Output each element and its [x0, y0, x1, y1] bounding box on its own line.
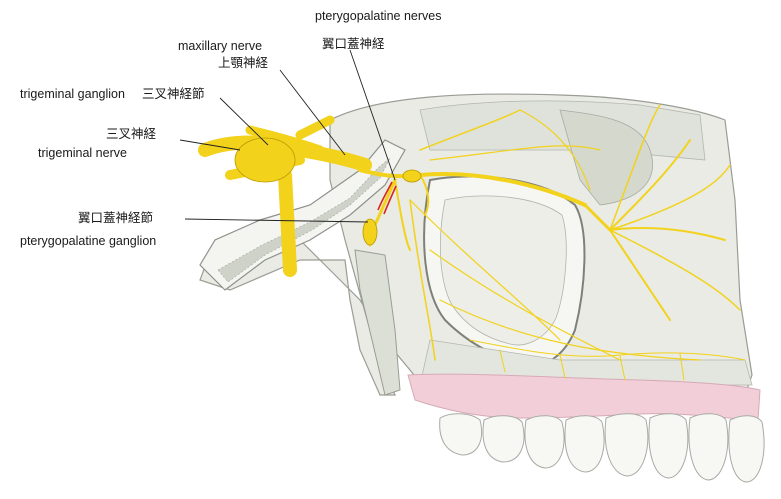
skull-bone — [199, 93, 753, 396]
label-trigeminal-ganglion-en: trigeminal ganglion — [20, 87, 125, 101]
label-trigeminal-ganglion-jp: 三叉神経節 — [142, 86, 205, 101]
label-pterygopalatine-ganglion-jp: 翼口蓋神経節 — [78, 210, 154, 225]
label-maxillary-nerve-jp: 上顎神経 — [218, 55, 269, 70]
label-pterygopalatine-nerves-jp: 翼口蓋神経 — [322, 36, 385, 51]
vessel — [377, 181, 397, 215]
label-pterygopalatine-nerves-en: pterygopalatine nerves — [315, 9, 442, 23]
label-trigeminal-nerve-jp: 三叉神経 — [106, 126, 157, 141]
label-pterygopalatine-ganglion-en: pterygopalatine ganglion — [20, 234, 157, 248]
label-maxillary-nerve-en: maxillary nerve — [178, 39, 263, 53]
label-trigeminal-nerve-en: trigeminal nerve — [38, 146, 127, 160]
teeth — [439, 413, 765, 483]
leader-lines — [179, 49, 396, 223]
ganglia — [234, 137, 422, 246]
